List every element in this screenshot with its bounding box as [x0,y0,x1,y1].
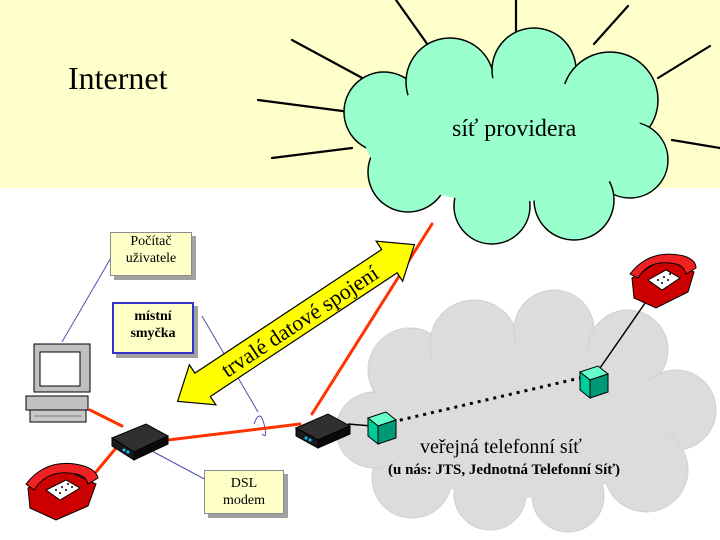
computer-icon [25,343,91,423]
local-loop-box: místní smyčka [112,302,194,354]
internet-label: Internet [68,60,168,96]
exchange-switch-icon-right [578,365,610,400]
dsl-modem-box: DSL modem [204,470,284,514]
exchange-link [391,376,581,424]
sunburst-rays [256,0,720,160]
dsl-lines [88,222,434,474]
local-loop-box-line2: smyčka [130,326,176,341]
computer-box-line2: uživatele [125,251,177,266]
dsl-modem-icon-right [294,413,352,449]
connection-arrow-label: trvalé datové spojení [216,260,383,382]
phone-network-label: veřejná telefonní síť [420,436,582,458]
computer-box-line1: Počítač [130,234,172,249]
dsl-box-line1: DSL [230,476,258,491]
local-loop-box-line1: místní [134,309,172,324]
remote-phone-line [599,295,651,369]
provider-cloud-label: síť providera [452,116,577,142]
dsl-box-line2: modem [223,493,265,508]
telephone-icon-left [25,462,99,521]
phone-network-note: (u nás: JTS, Jednotná Telefonní Síť) [388,462,621,478]
dsl-modem-icon-left [110,423,170,461]
exchange-switch-icon-left [366,411,398,446]
computer-box: Počítač uživatele [110,232,192,276]
telephone-icon-right [629,253,697,309]
